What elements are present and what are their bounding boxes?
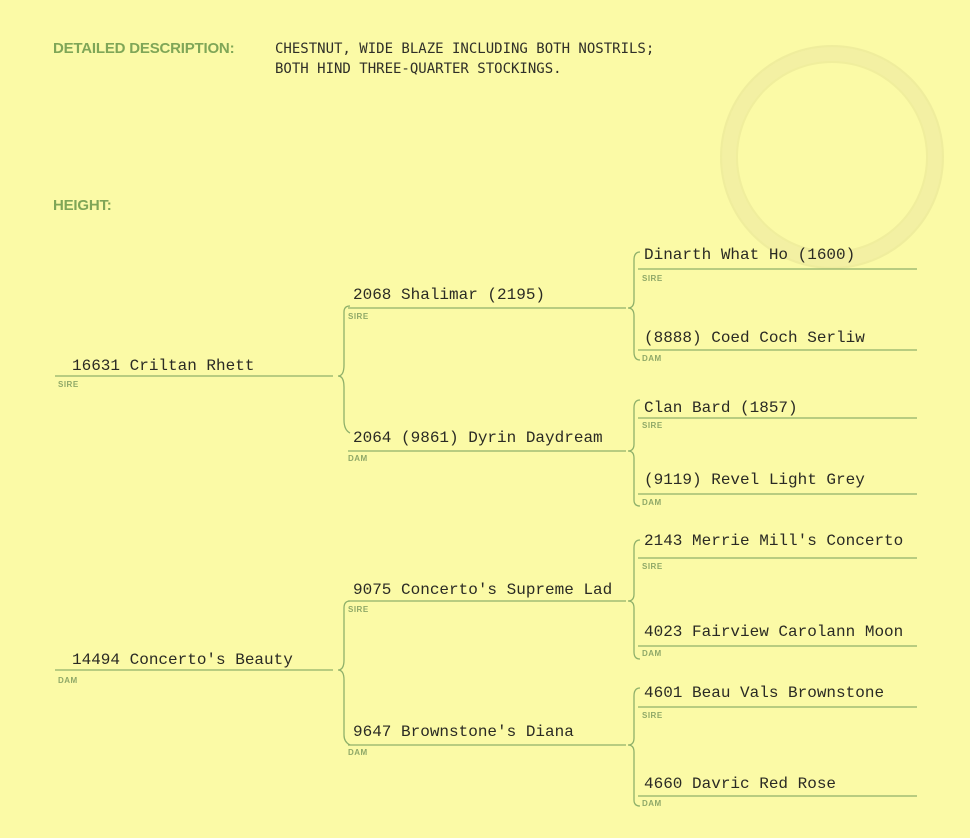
description-line-2: BOTH HIND THREE-QUARTER STOCKINGS. xyxy=(275,61,562,77)
height-label: HEIGHT: xyxy=(53,197,112,214)
dam-dam-dam-tag: DAM xyxy=(642,799,662,808)
dam-sire-dam-tag: DAM xyxy=(642,649,662,658)
sire-dam-sire-tag: SIRE xyxy=(642,421,663,430)
sire-dam-tag: DAM xyxy=(348,454,368,463)
dam-dam-tag: DAM xyxy=(348,748,368,757)
sire-sire-dam-tag: DAM xyxy=(642,354,662,363)
sire-sire-dam-name: (8888) Coed Coch Serliw xyxy=(644,329,865,347)
dam-sire-sire-tag: SIRE xyxy=(642,562,663,571)
dam-dam-name: 9647 Brownstone's Diana xyxy=(353,723,574,741)
sire-sire-tag: SIRE xyxy=(348,312,369,321)
dam-dam-sire-tag: SIRE xyxy=(642,711,663,720)
dam-name: 14494 Concerto's Beauty xyxy=(72,651,293,669)
sire-name: 16631 Criltan Rhett xyxy=(72,357,255,375)
detailed-description-label: DETAILED DESCRIPTION: xyxy=(53,40,235,57)
embossed-seal xyxy=(720,45,944,269)
dam-dam-sire-name: 4601 Beau Vals Brownstone xyxy=(644,684,885,702)
description-line-1: CHESTNUT, WIDE BLAZE INCLUDING BOTH NOST… xyxy=(275,41,655,57)
dam-sire-name: 9075 Concerto's Supreme Lad xyxy=(353,581,613,599)
dam-dam-dam-name: 4660 Davric Red Rose xyxy=(644,775,837,793)
dam-sire-dam-name: 4023 Fairview Carolann Moon xyxy=(644,623,904,641)
sire-dam-dam-tag: DAM xyxy=(642,498,662,507)
sire-dam-dam-name: (9119) Revel Light Grey xyxy=(644,471,865,489)
dam-tag: DAM xyxy=(58,676,78,685)
sire-dam-sire-name: Clan Bard (1857) xyxy=(644,399,798,417)
sire-sire-sire-tag: SIRE xyxy=(642,274,663,283)
sire-sire-name: 2068 Shalimar (2195) xyxy=(353,286,546,304)
dam-sire-tag: SIRE xyxy=(348,605,369,614)
sire-sire-sire-name: Dinarth What Ho (1600) xyxy=(644,246,856,264)
sire-dam-name: 2064 (9861) Dyrin Daydream xyxy=(353,429,603,447)
dam-sire-sire-name: 2143 Merrie Mill's Concerto xyxy=(644,532,904,550)
sire-tag: SIRE xyxy=(58,380,79,389)
detailed-description: CHESTNUT, WIDE BLAZE INCLUDING BOTH NOST… xyxy=(275,39,654,79)
